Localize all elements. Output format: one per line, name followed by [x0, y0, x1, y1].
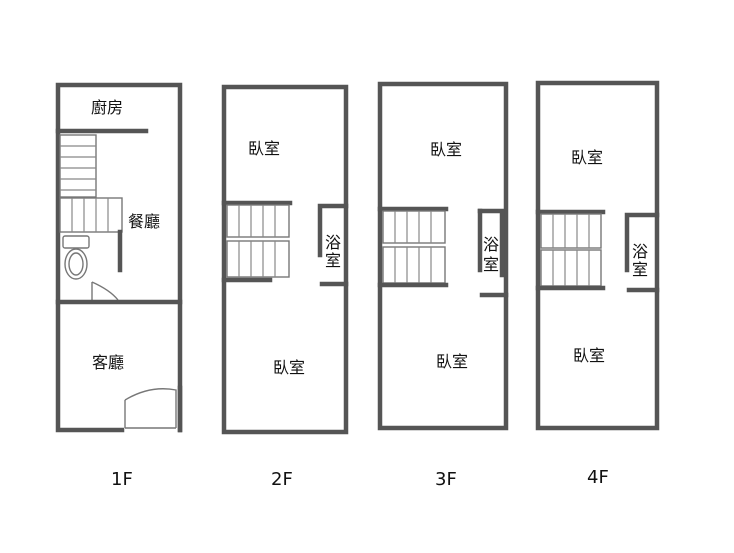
room-label-bath-b: 室 [325, 251, 341, 270]
room-label-kitchen: 廚房 [91, 98, 123, 117]
floor-1f-outer-wall [55, 82, 183, 433]
room-label-living: 客廳 [92, 353, 124, 372]
floor-label-3f: 3F [435, 469, 457, 490]
floor-1f: 廚房 餐廳 客廳 1F [55, 82, 183, 490]
room-label-bath-b: 室 [483, 255, 499, 274]
floor-2f-outer-wall [221, 84, 349, 435]
floor-2f-staircase [226, 204, 290, 278]
floor-1f-wc-door-swing [91, 281, 119, 301]
room-label-bath-a: 浴 [632, 242, 648, 261]
floor-3f-staircase [382, 210, 446, 284]
room-label-bedroom-front: 臥室 [248, 139, 280, 158]
toilet-icon [62, 235, 90, 280]
room-label-bath-a: 浴 [325, 233, 341, 252]
room-label-bedroom-rear: 臥室 [273, 358, 305, 377]
room-label-bedroom-front: 臥室 [430, 140, 462, 159]
room-label-bedroom-front: 臥室 [571, 148, 603, 167]
entrance-door-icon [124, 388, 177, 429]
floor-4f-outer-wall [535, 80, 660, 431]
floor-4f-staircase [540, 213, 602, 287]
floor-label-1f: 1F [111, 469, 133, 490]
room-label-bedroom-rear: 臥室 [573, 346, 605, 365]
floor-1f-staircase [59, 134, 123, 233]
room-label-dining: 餐廳 [128, 212, 160, 231]
floor-2f-bath-wall [317, 203, 349, 258]
floor-3f-outer-wall [377, 81, 509, 431]
room-label-bedroom-rear: 臥室 [436, 352, 468, 371]
floor-label-2f: 2F [271, 469, 293, 490]
room-label-bath-a: 浴 [483, 235, 499, 254]
floor-4f-bath-wall [624, 212, 660, 273]
floor-2f: 臥室 浴 室 臥室 2F [221, 84, 349, 490]
room-label-bath-b: 室 [632, 260, 648, 279]
floor-3f: 臥室 浴 室 臥室 3F [377, 81, 509, 490]
floor-4f: 臥室 浴 室 臥室 4F [535, 80, 660, 488]
floor-label-4f: 4F [587, 467, 609, 488]
floor-3f-bath-wall [477, 208, 505, 278]
